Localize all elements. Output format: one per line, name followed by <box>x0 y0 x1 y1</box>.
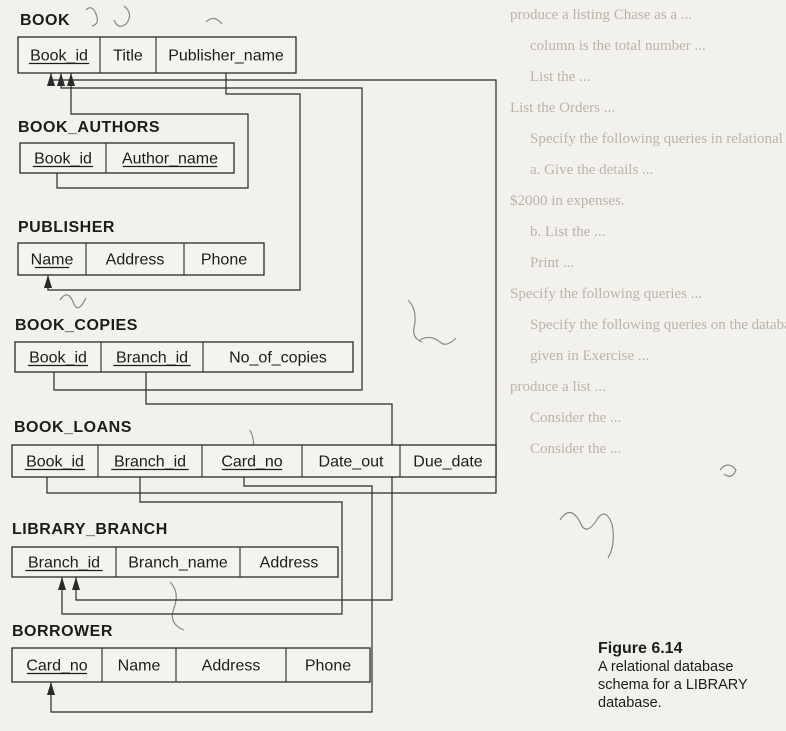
attribute-address: Address <box>106 252 165 269</box>
foreign-key-arrow-icon <box>47 73 55 86</box>
background-line: $2000 in expenses. <box>510 193 625 209</box>
relation-publisher: PUBLISHER Name Address Phone <box>17 219 265 276</box>
attribute-address: Address <box>260 555 319 572</box>
attribute-book-id: Book_id <box>29 350 87 367</box>
attribute-book-id: Book_id <box>30 48 88 65</box>
relation-title: BOOK <box>20 12 70 29</box>
attribute-phone: Phone <box>201 252 247 269</box>
relation-box <box>19 142 235 174</box>
background-line: Specify the following queries ... <box>510 286 703 302</box>
attribute-book-id: Book_id <box>34 151 92 168</box>
attribute-card-no: Card_no <box>26 658 87 675</box>
caption-label: Figure 6.14 <box>598 640 683 657</box>
figure-caption: Figure 6.14 A relational database schema… <box>596 638 786 716</box>
background-line: List the ... <box>530 69 591 85</box>
relation-box <box>11 647 371 683</box>
relation-box <box>11 444 497 478</box>
attribute-branch-id: Branch_id <box>116 350 188 367</box>
foreign-key-line <box>56 73 249 189</box>
handwritten-annotations <box>59 5 737 631</box>
caption-text: A relational database schema for a LIBRA… <box>598 659 748 711</box>
attribute-no-of-copies: No_of_copies <box>229 350 327 367</box>
relation-book: BOOK Book_id Title Publisher_name <box>17 12 297 74</box>
foreign-key-arrow-icon <box>72 577 80 590</box>
background-line: Print ... <box>530 255 575 271</box>
foreign-key-line <box>50 477 373 713</box>
relation-title: BORROWER <box>12 623 113 640</box>
background-line: produce a listing Chase as a ... <box>510 7 693 23</box>
foreign-key-arrow-icon <box>58 577 66 590</box>
relation-title: PUBLISHER <box>18 219 115 236</box>
background-line: column is the total number ... <box>530 38 706 54</box>
relation-book-loans: BOOK_LOANS Book_id Branch_id Card_no Date_ou… <box>11 419 497 478</box>
background-line: Consider the ... <box>530 441 622 457</box>
relation-box <box>14 341 354 373</box>
attribute-name: Name <box>118 658 161 675</box>
background-line: Consider the ... <box>530 410 622 426</box>
attribute-due-date: Due_date <box>413 454 482 471</box>
background-line: b. List the ... <box>530 224 606 240</box>
relation-book-copies: BOOK_COPIES Book_id Branch_id No_of_copies <box>14 317 354 373</box>
attribute-publisher-name: Publisher_name <box>168 48 284 65</box>
attribute-branch-name: Branch_name <box>128 555 228 572</box>
background-line: produce a list ... <box>510 379 606 395</box>
background-line: given in Exercise ... <box>530 348 650 364</box>
foreign-key-lines <box>44 73 497 713</box>
background-line: Specify the following queries in relatio… <box>530 131 786 147</box>
attribute-book-id: Book_id <box>26 454 84 471</box>
relation-book-authors: BOOK_AUTHORS Book_id Author_name <box>18 119 235 174</box>
relation-box <box>17 36 297 74</box>
foreign-key-arrow-icon <box>44 275 52 288</box>
foreign-key-line <box>47 73 301 291</box>
attribute-address: Address <box>202 658 261 675</box>
background-book-text: produce a listing Chase as a ... column i… <box>300 0 786 731</box>
attribute-author-name: Author_name <box>122 151 218 168</box>
attribute-name: Name <box>31 252 74 269</box>
relation-title: BOOK_AUTHORS <box>18 119 160 136</box>
foreign-key-arrow-icon <box>47 682 55 695</box>
relation-borrower: BORROWER Card_no Name Address Phone <box>11 623 371 683</box>
relations: BOOK Book_id Title Publisher_nameBOOK_AUTHO… <box>11 12 497 683</box>
attribute-date-out: Date_out <box>319 454 384 471</box>
attribute-branch-id: Branch_id <box>114 454 186 471</box>
foreign-key-line <box>75 372 393 601</box>
attribute-title: Title <box>113 48 143 65</box>
foreign-key-line <box>61 477 343 615</box>
attribute-phone: Phone <box>305 658 351 675</box>
background-line: List the Orders ... <box>510 100 615 116</box>
attribute-branch-id: Branch_id <box>28 555 100 572</box>
relation-title: BOOK_LOANS <box>14 419 132 436</box>
background-line: a. Give the details ... <box>530 162 654 178</box>
relation-library-branch: LIBRARY_BRANCH Branch_id Branch_name Addres… <box>11 521 339 578</box>
background-line: Specify the following queries on the dat… <box>530 317 786 333</box>
relation-title: LIBRARY_BRANCH <box>12 521 168 538</box>
relation-box <box>11 546 339 578</box>
relation-title: BOOK_COPIES <box>15 317 138 334</box>
relation-box <box>17 242 265 276</box>
attribute-card-no: Card_no <box>221 454 282 471</box>
